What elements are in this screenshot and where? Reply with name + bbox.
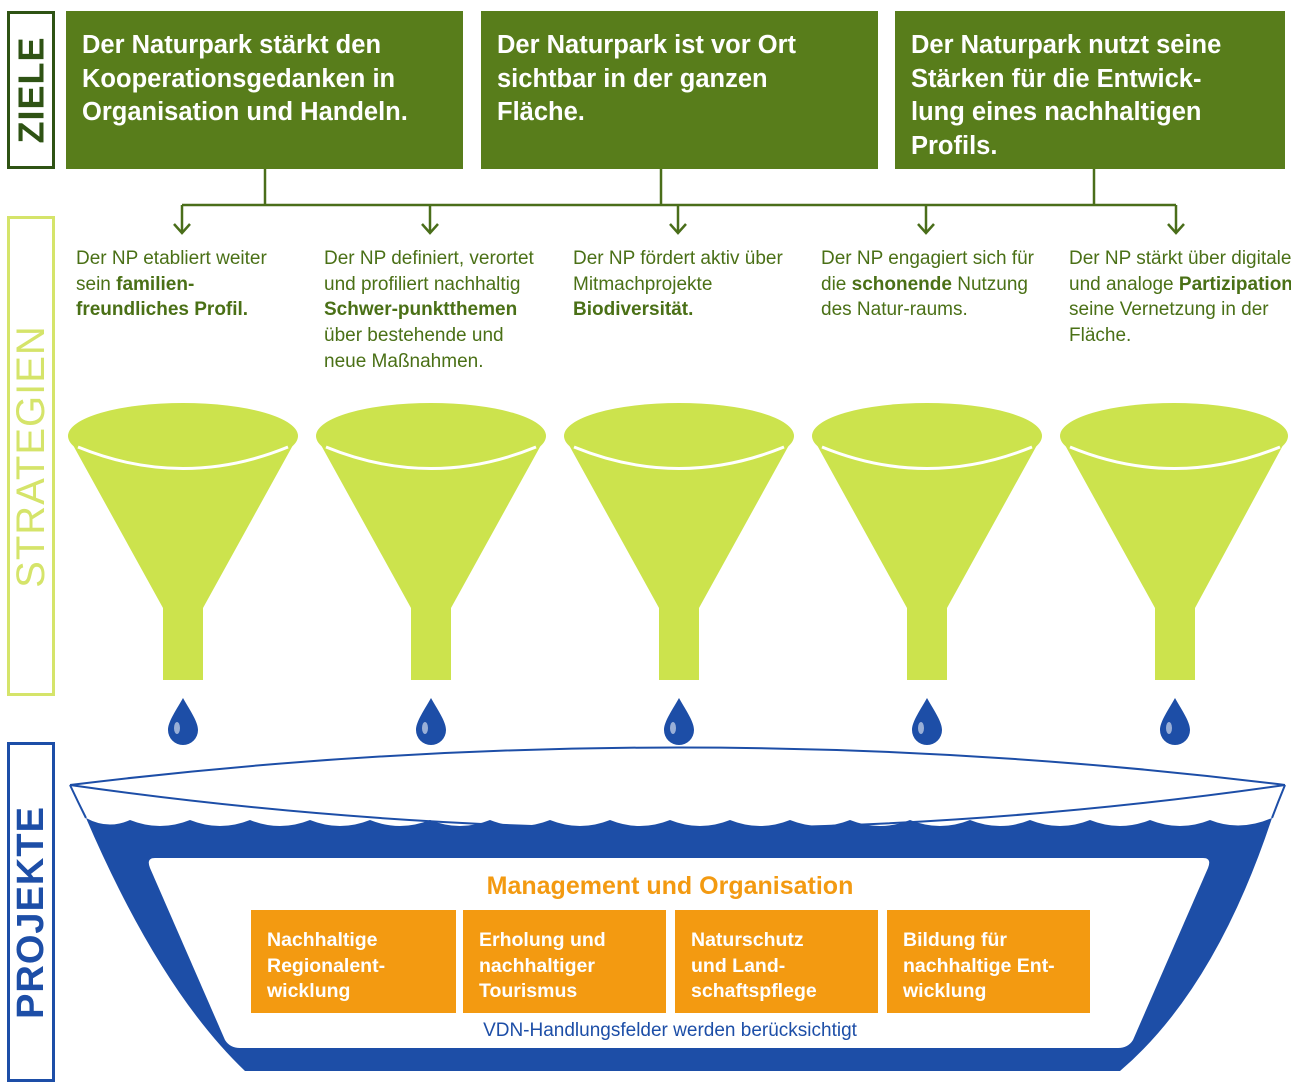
strategy-text: Der NP engagiert sich für die schonende …	[821, 246, 1046, 323]
projects-title: Management und Organisation	[486, 872, 854, 900]
funnel-2	[316, 403, 546, 680]
field-text-line: nachhaltiger	[479, 954, 595, 977]
label-text: STRATEGIEN	[8, 324, 53, 588]
section-label-ziele: ZIELE	[7, 11, 55, 169]
field-text-line: Nachhaltige	[267, 929, 378, 951]
strategy-text-bold: familien-freundliches Profil.	[76, 273, 249, 321]
field-box: Nachhaltige Regionalent- wicklung	[251, 910, 456, 1013]
goal-text-line: Profils.	[911, 131, 998, 160]
strategy-text-plain: Nutzung des Natur-raums.	[821, 273, 1028, 321]
section-label-strategien: STRATEGIEN	[7, 216, 55, 696]
field-box: Naturschutz und Land- schaftspflege	[675, 910, 878, 1013]
strategy-text: Der NP etabliert weiter sein familien-fr…	[76, 246, 301, 323]
field-text-line: nachhaltige Ent-	[903, 954, 1055, 977]
field-text-line: und Land-	[691, 954, 786, 977]
connector-arrowheads	[173, 223, 1185, 235]
strategy-text: Der NP fördert aktiv über Mitmachprojekt…	[573, 246, 798, 323]
strategy-text-plain: Der NP stärkt über digitale und analoge	[1069, 248, 1291, 295]
strategy-text-plain: Der NP fördert aktiv über Mitmachprojekt…	[573, 248, 783, 295]
field-text-line: Bildung für	[903, 929, 1007, 951]
strategy-text-plain: Der NP etabliert weiter sein	[76, 248, 267, 295]
funnel-5	[1060, 403, 1288, 680]
label-text: ZIELE	[10, 36, 52, 144]
field-text-line: Regionalent-	[267, 954, 386, 977]
connector-lines	[180, 169, 1178, 232]
goal-text-line: Der Naturpark ist vor Ort	[497, 31, 797, 59]
section-label-projekte: PROJEKTE	[7, 742, 55, 1082]
field-text-line: wicklung	[903, 980, 987, 1002]
goal-box: Der Naturpark stärkt den Kooperationsged…	[66, 11, 463, 169]
funnel-1	[68, 403, 298, 680]
projects-footer: VDN-Handlungsfelder werden berücksichtig…	[483, 1020, 857, 1041]
funnel-4	[812, 403, 1042, 680]
field-text-line: Tourismus	[479, 980, 578, 1002]
strategy-text-plain: Der NP definiert, verortet und profilier…	[324, 248, 534, 295]
strategy-text-plain: über bestehende und neue Maßnahmen.	[324, 325, 504, 372]
strategy-text: Der NP stärkt über digitale und analoge …	[1069, 246, 1291, 349]
funnels	[68, 403, 1288, 680]
goal-text-line: sichtbar in der ganzen	[497, 64, 768, 93]
strategy-text: Der NP definiert, verortet und profilier…	[324, 246, 549, 375]
field-box: Erholung und nachhaltiger Tourismus	[463, 910, 666, 1013]
strategy-text-bold: Biodiversität.	[573, 299, 694, 321]
strategy-text-plain: seine Vernetzung in der Fläche.	[1069, 299, 1269, 347]
goal-text-line: Fläche.	[497, 98, 585, 126]
field-box: Bildung für nachhaltige Ent- wicklung	[887, 910, 1090, 1013]
drop-icon	[416, 698, 446, 745]
strategy-text-plain: Der NP engagiert sich für die	[821, 248, 1034, 295]
water-drops	[168, 698, 1190, 745]
drop-icon	[168, 698, 198, 745]
goal-text-line: Der Naturpark stärkt den	[82, 31, 382, 59]
field-text-line: schaftspflege	[691, 980, 817, 1002]
drop-icon	[1160, 698, 1190, 745]
strategy-text-bold: schonende	[851, 273, 952, 295]
field-text-line: Naturschutz	[691, 929, 804, 951]
label-text: PROJEKTE	[9, 805, 52, 1019]
funnel-3	[564, 403, 794, 680]
goal-text-line: Stärken für die Entwick-	[911, 64, 1202, 93]
field-text-line: wicklung	[267, 980, 351, 1002]
goal-box: Der Naturpark nutzt seine Stärken für di…	[895, 11, 1285, 169]
goal-text-line: lung eines nachhaltigen	[911, 98, 1202, 126]
goal-text-line: Organisation und Handeln.	[82, 98, 408, 126]
strategy-text-bold: Schwer-punktthemen	[324, 299, 518, 321]
drop-icon	[664, 698, 694, 745]
drop-icon	[912, 698, 942, 745]
goal-box: Der Naturpark ist vor Ort sichtbar in de…	[481, 11, 878, 169]
goal-text-line: Der Naturpark nutzt seine	[911, 31, 1222, 59]
goal-text-line: Kooperationsgedanken in	[82, 64, 396, 93]
field-text-line: Erholung und	[479, 929, 606, 951]
strategy-text-bold: Partizipation	[1178, 273, 1291, 295]
